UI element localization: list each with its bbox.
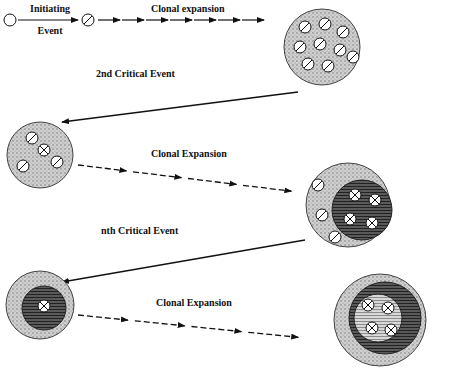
event-label: nth Critical Event (100, 225, 179, 237)
process-label: Clonal Expansion (155, 297, 233, 309)
event-label: Initiating Event (19, 0, 81, 42)
process-label: Clonal Expansion (150, 148, 228, 160)
process-label: Clonal expansion (150, 3, 226, 15)
event-label: 2nd Critical Event (95, 68, 176, 80)
